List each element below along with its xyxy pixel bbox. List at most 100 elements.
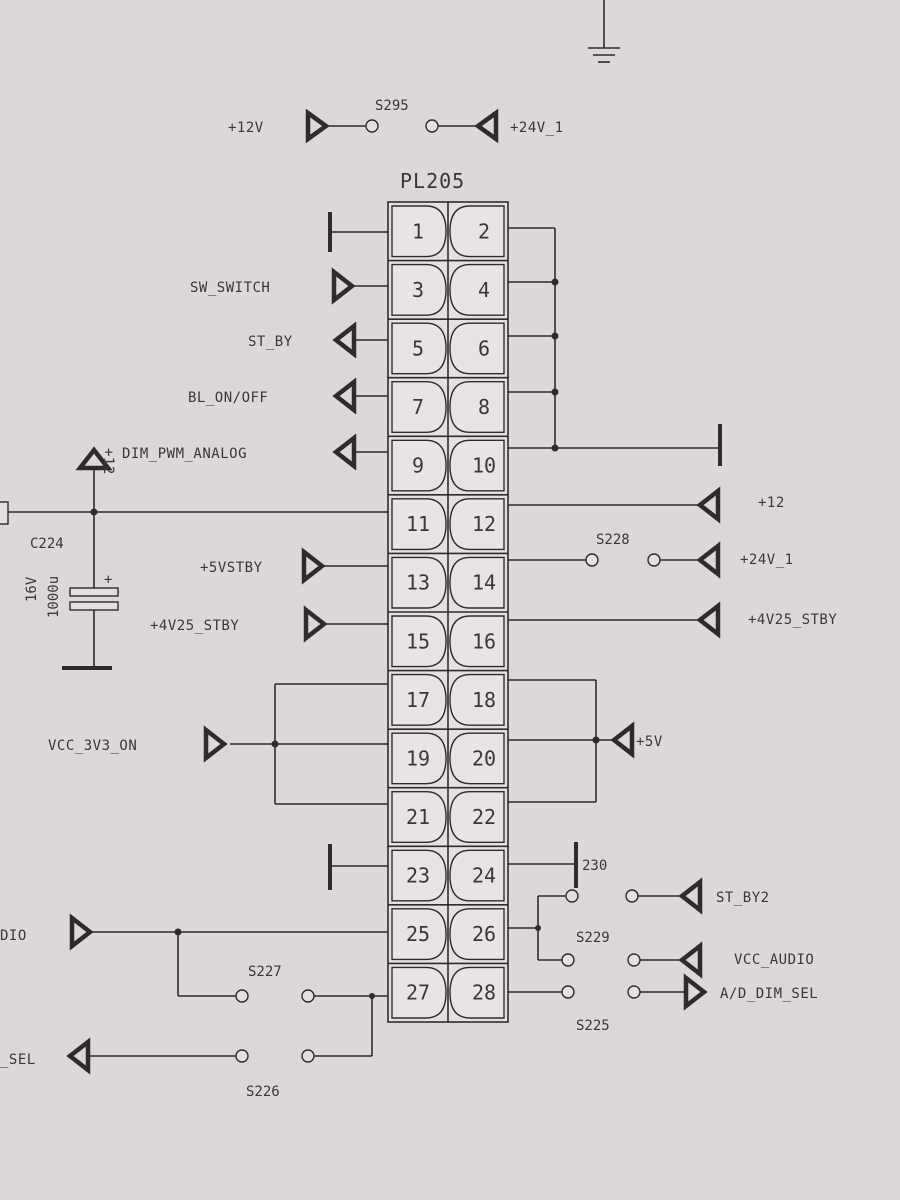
pin-cell-left xyxy=(391,966,447,1019)
net-flag-24v-icon xyxy=(474,108,499,144)
pin-number-right: 24 xyxy=(472,864,496,888)
output-flag-st-by-icon xyxy=(332,321,357,359)
pin-cell-left xyxy=(391,615,447,668)
pin-cell-left xyxy=(391,322,447,375)
pin-number-right: 20 xyxy=(472,746,496,770)
pin-number-right: 22 xyxy=(472,805,496,829)
pin-cell-right xyxy=(449,908,505,961)
pin-number-left: 15 xyxy=(406,629,430,653)
ref-label-230: 230 xyxy=(582,858,607,874)
pin-cell-right xyxy=(449,322,505,375)
pin-cell-right xyxy=(449,732,505,785)
pin-cell-right xyxy=(449,439,505,492)
pin-number-left: 25 xyxy=(406,922,430,946)
pin-number-left: 23 xyxy=(406,864,430,888)
offpage-box-left xyxy=(0,501,9,525)
power-flag-12v-right-icon xyxy=(696,486,721,524)
pin-number-left: 17 xyxy=(406,688,430,712)
jumper-s295: S295 xyxy=(305,98,499,144)
pin-cell-left xyxy=(391,673,447,726)
right-bus-2-10 xyxy=(508,227,722,466)
pin-cell-right xyxy=(449,381,505,433)
pin-number-left: 13 xyxy=(406,571,430,595)
net-label-5vstby: +5VSTBY xyxy=(200,560,263,576)
pin-number-right: 14 xyxy=(472,571,496,595)
capacitor-voltage: 16V xyxy=(24,576,40,602)
input-flag-sw-switch-icon xyxy=(331,267,356,305)
pin-cell-right xyxy=(449,615,505,668)
pin-number-right: 16 xyxy=(472,629,496,653)
pin-number-right: 2 xyxy=(478,219,490,243)
ground-symbol-top xyxy=(588,0,620,63)
net-label-sw-switch: SW_SWITCH xyxy=(190,280,270,296)
pin-number-left: 21 xyxy=(406,805,430,829)
pin-number-left: 9 xyxy=(412,454,424,478)
capacitor-value: 1000u xyxy=(46,576,62,618)
pin-number-right: 4 xyxy=(478,278,490,302)
net-label-audio-left: DIO xyxy=(0,928,27,944)
pin-number-left: 11 xyxy=(406,512,430,536)
pin-number-left: 3 xyxy=(412,278,424,302)
pin-cell-right xyxy=(449,791,505,843)
pin-number-right: 8 xyxy=(478,395,490,419)
output-flag-st-by2-icon xyxy=(678,877,703,915)
net-label-ad-dim-sel: A/D_DIM_SEL xyxy=(720,986,818,1002)
pin-cell-right xyxy=(449,673,505,726)
net-label-dim-pwm-analog: DIM_PWM_ANALOG xyxy=(122,446,247,462)
pin-cell-left xyxy=(391,263,447,316)
pin-cell-left xyxy=(391,732,447,785)
power-flag-24v-right-icon xyxy=(696,541,721,579)
pin-cell-left xyxy=(391,556,447,609)
net-label-12-right: +12 xyxy=(758,495,785,511)
jumper-s226: S226 xyxy=(66,996,373,1100)
pin-cell-left xyxy=(391,381,447,433)
net-label-st-by2: ST_BY2 xyxy=(716,890,770,906)
left-signals-3-9 xyxy=(331,267,388,471)
power-flag-5v-icon xyxy=(610,721,635,759)
pin-number-left: 27 xyxy=(406,981,430,1005)
input-flag-5vstby-icon xyxy=(301,547,326,585)
pin-number-left: 1 xyxy=(412,219,424,243)
net-flag-12v-icon xyxy=(305,108,330,144)
net-label-24v-right: +24V_1 xyxy=(740,552,794,568)
right-bus-18-22 xyxy=(508,679,635,803)
pin-number-right: 26 xyxy=(472,922,496,946)
net-label-vcc-3v3-on: VCC_3V3_ON xyxy=(48,738,137,754)
net-label-4v25-left: +4V25_STBY xyxy=(150,618,239,634)
pin-number-right: 6 xyxy=(478,336,490,360)
output-flag-vcc-audio-icon xyxy=(678,941,703,979)
pin-cell-right xyxy=(449,556,505,609)
jumper-s225: S225 xyxy=(508,973,708,1034)
jumper-label-s229: S229 xyxy=(576,930,610,946)
net-label-st-by: ST_BY xyxy=(248,334,293,350)
input-flag-4v25-left-icon xyxy=(303,605,328,643)
net-label-sel-left: _SEL xyxy=(0,1052,36,1068)
net-label-12-vertical: +12 xyxy=(100,448,116,475)
net-label-12v-top: +12V xyxy=(228,120,264,136)
pin-number-left: 7 xyxy=(412,395,424,419)
left-bus-17-21 xyxy=(203,683,388,805)
jumper-label-s228: S228 xyxy=(596,532,630,548)
pin-cell-right xyxy=(449,263,505,316)
input-flag-audio-icon xyxy=(69,913,94,951)
power-flag-4v25-right-icon xyxy=(696,601,721,639)
pin-cell-left xyxy=(391,849,447,902)
pin-cell-left xyxy=(391,439,447,492)
output-flag-bl-on-off-icon xyxy=(332,377,357,415)
capacitor-ref: C224 xyxy=(30,536,64,552)
capacitor-polarity: + xyxy=(104,572,112,588)
jumper-s228: S228 xyxy=(508,532,721,579)
pin-cell-left xyxy=(391,205,447,258)
pin-number-right: 18 xyxy=(472,688,496,712)
jumper-label-s226: S226 xyxy=(246,1084,280,1100)
net-label-5v: +5V xyxy=(636,734,663,750)
pin-number-right: 10 xyxy=(472,454,496,478)
net-label-4v25-right: +4V25_STBY xyxy=(748,612,837,628)
pin-cell-right xyxy=(449,849,505,902)
pin-cell-right xyxy=(449,966,505,1019)
jumper-s229: S229 xyxy=(508,877,703,979)
pin-cell-left xyxy=(391,908,447,961)
